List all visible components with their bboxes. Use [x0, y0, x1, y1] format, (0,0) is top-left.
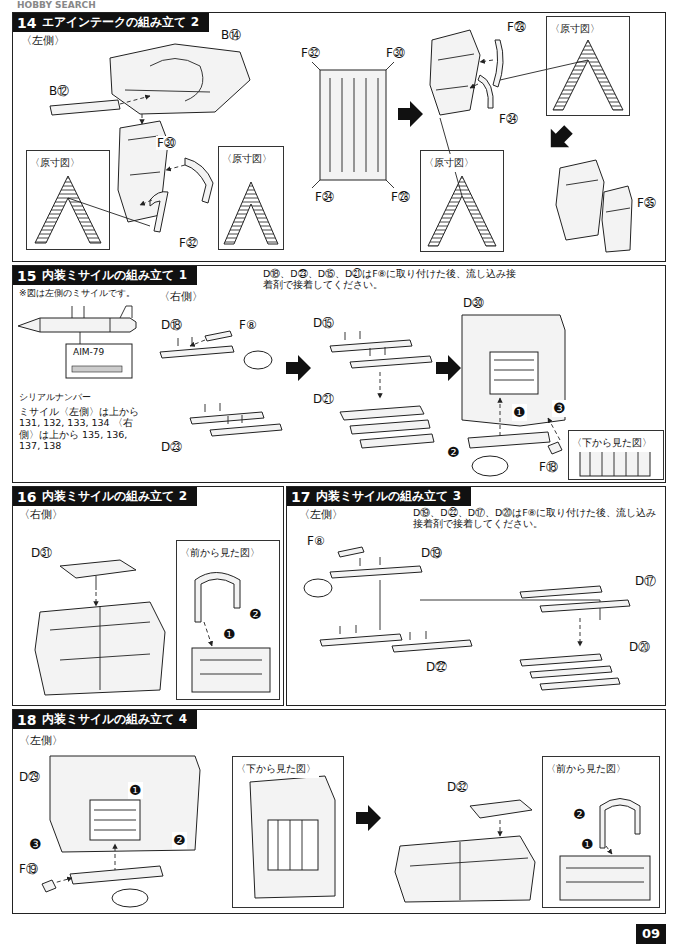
step-number: 17	[291, 489, 310, 505]
intake-parts-right	[312, 30, 632, 252]
detail-view-box: 〈原寸図〉	[546, 16, 630, 116]
part-number: F㉞	[314, 190, 335, 204]
part-number: D㉓	[160, 440, 183, 454]
step-circle: ❶	[512, 404, 527, 421]
instruction-note: D⑲、D㉒、D⑰、D⑳はF⑧に取り付けた後、流し込み接着剤で接着してください。	[412, 507, 664, 530]
part-number: D㉛	[30, 546, 53, 560]
part-number: D⑲	[420, 546, 443, 560]
step-number: 14	[17, 15, 36, 31]
part-number: F⑱	[538, 460, 559, 474]
side-label: 〈左側〉	[20, 34, 66, 47]
side-label: 〈左側〉	[298, 508, 344, 521]
step-circle: ❸	[28, 836, 43, 853]
step-circle: ❷	[172, 832, 187, 849]
part-number: F⑲	[18, 862, 39, 876]
step-header-band: 18 内装ミサイルの組み立て 4	[13, 710, 197, 729]
step-circle: ❷	[248, 606, 263, 623]
detail-view-box: 〈前から見た図〉	[542, 756, 660, 908]
detail-view-box: 〈下から見た図〉	[232, 756, 344, 908]
view-heading: 〈原寸図〉	[547, 20, 603, 38]
step-header-band: 14 エアインテークの組み立て 2	[13, 13, 209, 32]
view-heading: 〈前から見た図〉	[177, 544, 263, 562]
part-number: B⑭	[220, 28, 242, 42]
step-panel: 18 内装ミサイルの組み立て 4 〈下から見た図〉 〈前から見た図〉	[12, 709, 666, 914]
instruction-note: ※図は左側のミサイルです。	[18, 288, 136, 299]
watermark: HOBBY SEARCH	[16, 0, 97, 11]
step-circle: ❷	[446, 444, 461, 461]
part-number: D㉜	[446, 780, 469, 794]
part-number: F㉟	[636, 196, 657, 210]
instruction-note: D⑱、D㉓、D⑮、D㉑はF⑧に取り付けた後、流し込み接着剤で接着してください。	[262, 268, 519, 291]
step-number: 16	[17, 489, 36, 505]
intake-parts-left	[35, 44, 278, 244]
side-label: 〈左側〉	[18, 734, 64, 747]
serial-heading: シリアルナンバー	[18, 392, 92, 403]
part-number: B⑫	[48, 84, 70, 98]
step-circle: ❷	[572, 806, 587, 823]
step-number: 18	[17, 712, 36, 728]
detail-view-box: 〈原寸図〉	[420, 150, 504, 252]
part-number: D㉙	[18, 770, 41, 784]
detail-view-box: 〈前から見た図〉	[176, 540, 280, 700]
part-number: F㉞	[498, 112, 519, 126]
part-number: F㉚	[156, 136, 177, 150]
step-circle: ❸	[552, 400, 567, 417]
part-number: D⑰	[634, 574, 657, 588]
step-circle: ❶	[222, 626, 237, 643]
detail-view-box: 〈原寸図〉	[218, 146, 284, 250]
missile-parts-17	[304, 547, 630, 690]
step-title: 内装ミサイルの組み立て 4	[42, 711, 187, 728]
detail-view-box: 〈原寸図〉	[26, 150, 110, 250]
view-heading: 〈原寸図〉	[219, 150, 275, 168]
view-heading: 〈下から見た図〉	[233, 760, 319, 778]
part-number: D⑮	[312, 316, 335, 330]
step-circle: ❶	[128, 782, 143, 799]
part-number: F㉜	[300, 46, 321, 60]
step-title: 内装ミサイルの組み立て 1	[42, 267, 187, 284]
part-number: F⑧	[238, 318, 258, 332]
step-title: 内装ミサイルの組み立て 3	[316, 488, 461, 505]
view-heading: 〈原寸図〉	[421, 154, 477, 172]
page-number: 09	[636, 924, 666, 944]
step-header-band: 16 内装ミサイルの組み立て 2	[13, 487, 197, 506]
step-header-band: 15 内装ミサイルの組み立て 1	[13, 266, 197, 285]
step-circle: ❶	[580, 836, 595, 853]
view-heading: 〈前から見た図〉	[543, 760, 629, 778]
missile-parts-18	[42, 756, 650, 907]
part-number: D⑳	[628, 640, 651, 654]
step-panel: 14エアインテークの組み立て 2〈原寸図〉〈原寸図〉〈原寸図〉〈原寸図〉	[12, 12, 666, 262]
part-number: F㉜	[178, 236, 199, 250]
part-number: F⑧	[306, 534, 326, 548]
part-number: D㉚	[462, 296, 485, 310]
part-number: F㉘	[390, 190, 411, 204]
view-heading: 〈原寸図〉	[27, 154, 83, 172]
side-label: 〈右側〉	[18, 508, 64, 521]
step-title: 内装ミサイルの組み立て 2	[42, 488, 187, 505]
step-title: エアインテークの組み立て 2	[42, 14, 199, 31]
missile-parts-15	[18, 306, 650, 476]
part-number: D㉒	[425, 660, 448, 674]
missile-parts-16	[35, 560, 270, 695]
serial-plate: AIM-79	[72, 347, 105, 358]
part-number: F㉚	[385, 46, 406, 60]
detail-view-box: 〈下から見た図〉	[568, 430, 664, 480]
serial-note: ミサイル〈左側〉は上から 131, 132, 133, 134 〈右側〉は上から…	[18, 406, 142, 452]
part-number: D⑱	[160, 318, 183, 332]
view-heading: 〈下から見た図〉	[569, 434, 655, 452]
part-number: F㉘	[506, 20, 527, 34]
part-number: D㉑	[312, 392, 335, 406]
step-header-band: 17 内装ミサイルの組み立て 3	[287, 487, 471, 506]
step-number: 15	[17, 268, 36, 284]
side-label: 〈右側〉	[158, 290, 204, 303]
